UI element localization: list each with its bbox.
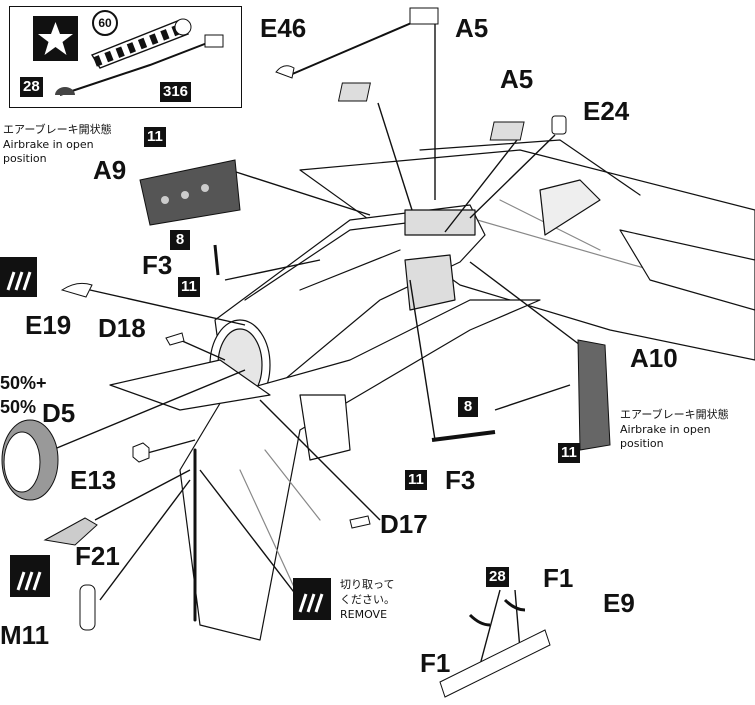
airbrake-note-en: Airbrake in open (3, 138, 94, 151)
color-badge: 8 (170, 230, 190, 250)
airbrake-note-jp: エアーブレーキ開状態 (620, 408, 729, 421)
part-label-d17: D17 (380, 509, 428, 539)
color-badge: 11 (558, 443, 580, 463)
part-label-e24: E24 (583, 96, 630, 126)
cement-tube-icon (90, 18, 192, 69)
d5-intake-ring (1, 419, 59, 501)
main-wing-left (179, 299, 541, 641)
cut-remove-icon (293, 578, 331, 620)
part-label-a5: A5 (500, 64, 534, 94)
part-label-f1: F1 (420, 648, 451, 678)
part-label-e13: E13 (70, 465, 117, 495)
part-label-a5: A5 (455, 13, 489, 43)
color-badge: 8 (458, 397, 478, 417)
step-number-badge: 60 (92, 10, 118, 36)
color-badge: 11 (405, 470, 427, 490)
part-label-e46: E46 (260, 13, 307, 43)
part-label-a10: A10 (630, 343, 678, 373)
color-badge: 316 (160, 82, 192, 102)
airbrake-note-en: position (620, 437, 664, 450)
part-label-f21: F21 (75, 541, 120, 571)
main-wing-right (299, 149, 755, 361)
part-label-f3: F3 (142, 250, 173, 280)
part-label-f3: F3 (445, 465, 476, 495)
remove-note-jp: 切り取って (340, 578, 395, 591)
airbrake-note-jp: エアーブレーキ開状態 (3, 123, 112, 136)
color-badge: 11 (144, 127, 166, 147)
airbrake-note-en: Airbrake in open (620, 423, 711, 436)
vertical-tail (539, 179, 601, 236)
paint-mix-note: 50%+ (0, 373, 47, 393)
cut-remove-icon (0, 257, 37, 297)
part-label-f1: F1 (543, 563, 574, 593)
airbrake-note-en: position (3, 152, 47, 165)
remove-note-en: REMOVE (340, 608, 388, 621)
color-badge: 28 (486, 567, 509, 587)
part-label-e9: E9 (603, 588, 635, 618)
color-badge: 28 (20, 77, 43, 97)
part-label-e19: E19 (25, 310, 72, 340)
paint-mix-note: 50% (0, 397, 37, 417)
part-label-d5: D5 (42, 398, 76, 428)
star-decal-icon (33, 16, 78, 61)
remove-note-jp: ください。 (340, 593, 395, 606)
part-label-m11: M11 (0, 620, 50, 650)
cut-remove-icon (10, 555, 50, 597)
inset-box (9, 6, 242, 108)
part-label-d18: D18 (98, 313, 146, 343)
part-label-a9: A9 (93, 155, 127, 185)
color-badge: 11 (178, 277, 200, 297)
